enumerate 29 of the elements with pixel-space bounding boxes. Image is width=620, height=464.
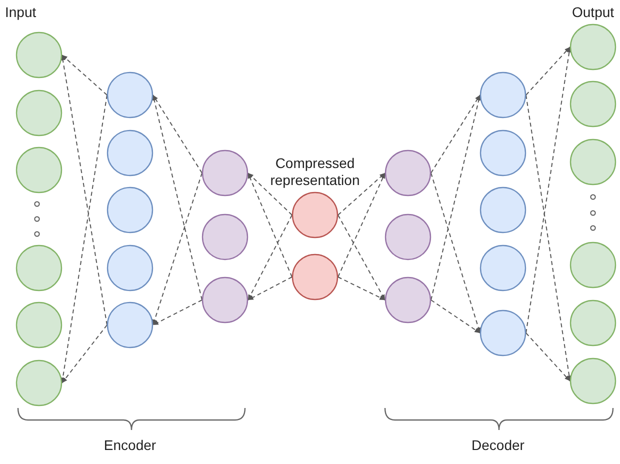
- arrow: [430, 172, 481, 334]
- column-heading: Output: [572, 4, 616, 21]
- arrow: [526, 94, 572, 382]
- arrow: [60, 94, 108, 384]
- arrow: [62, 54, 108, 96]
- column-heading: Input: [5, 4, 38, 21]
- arrow: [248, 214, 292, 300]
- arrow: [338, 172, 386, 216]
- arrow: [338, 172, 386, 278]
- arrow: [248, 276, 292, 300]
- arrow: [152, 94, 202, 300]
- arrow: [526, 332, 570, 382]
- arrow: [62, 324, 108, 384]
- arrow: [248, 172, 292, 216]
- arrow: [152, 172, 202, 326]
- arrow: [526, 46, 572, 334]
- arrow: [152, 300, 202, 326]
- arrow: [526, 46, 570, 96]
- group-label: Decoder: [470, 437, 526, 454]
- arrow: [248, 172, 292, 278]
- arrow: [430, 300, 480, 334]
- arrow: [430, 94, 482, 300]
- arrow: [60, 54, 108, 326]
- caption: Compressed representation: [269, 155, 361, 189]
- arrow: [338, 276, 386, 300]
- arrow: [338, 214, 386, 300]
- group-label: Encoder: [102, 437, 158, 454]
- arrow: [430, 94, 480, 174]
- arrow: [152, 94, 202, 174]
